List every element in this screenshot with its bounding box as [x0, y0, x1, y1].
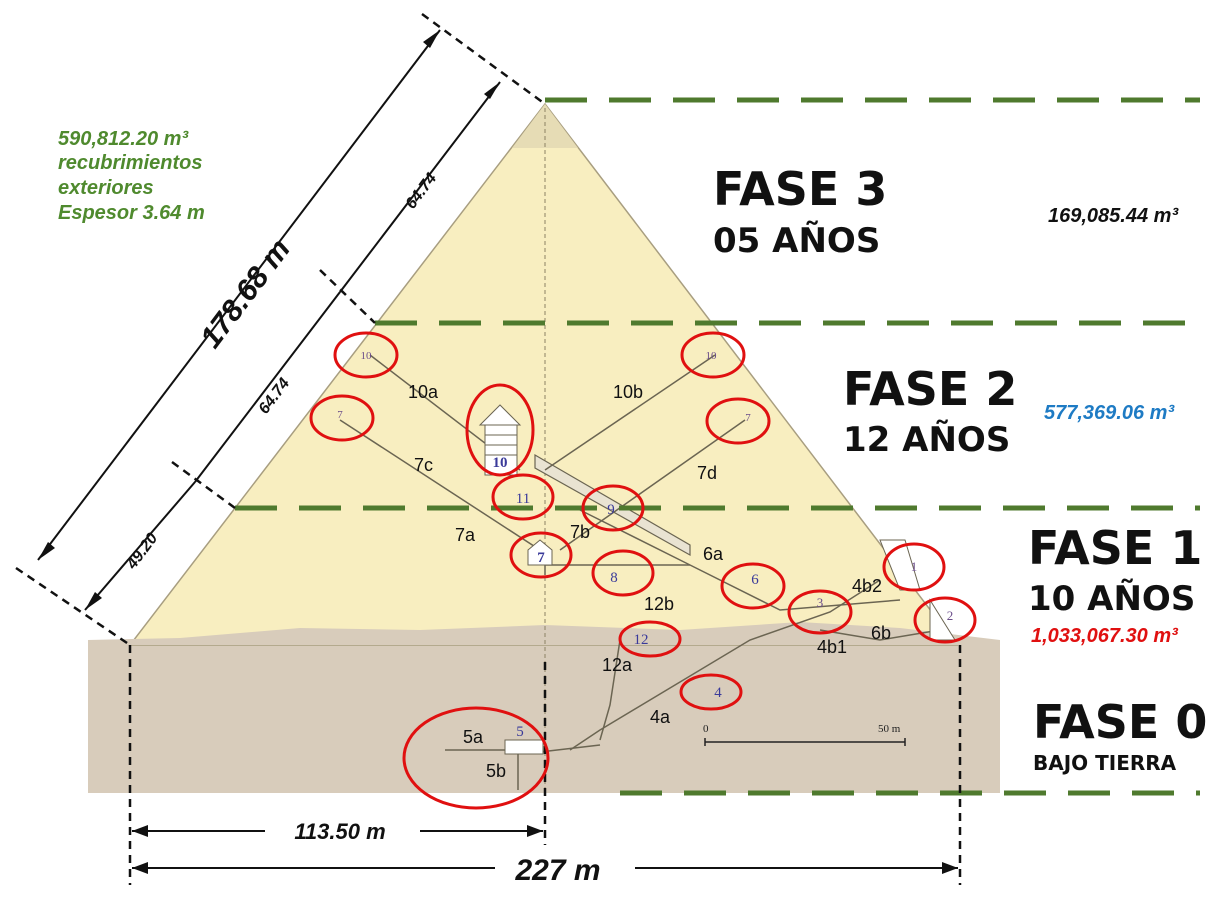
- label-10a: 10a: [408, 382, 439, 402]
- circle-10-left: [333, 331, 399, 379]
- label-12a: 12a: [602, 655, 633, 675]
- casing-line1: recubrimientos: [58, 152, 202, 174]
- slant-bottom-label: 49.20: [123, 530, 161, 573]
- chamber-number: 12: [634, 632, 649, 648]
- chamber-number: 2: [947, 608, 954, 623]
- chamber-number: 5: [516, 724, 524, 740]
- highlight-circles: [309, 331, 977, 810]
- circle-8: [591, 549, 655, 597]
- label-7d: 7d: [697, 463, 717, 483]
- base-label: 227 m: [514, 854, 600, 887]
- chamber-number: 9: [607, 502, 615, 518]
- phase2-duration: 12 AÑOS: [843, 419, 1010, 460]
- label-7b: 7b: [570, 522, 590, 542]
- label-6b: 6b: [871, 623, 891, 643]
- label-5a: 5a: [463, 727, 484, 747]
- chamber-number: 1: [911, 559, 918, 574]
- phase3-volume: 169,085.44 m³: [1048, 205, 1179, 227]
- phase3-name: FASE 3: [713, 162, 887, 216]
- phase2-volume: 577,369.06 m³: [1044, 402, 1175, 424]
- ground-surface: [88, 622, 1000, 645]
- circle-11: [491, 473, 555, 521]
- chamber-number: 6: [751, 572, 759, 588]
- chamber-numbers: 10 10 7 7 10 11 9 7 8 6 3 1 2 12 4 5: [337, 350, 953, 740]
- chamber-number: 8: [610, 570, 618, 586]
- circle-6: [720, 562, 786, 610]
- chamber-number: 10: [361, 350, 373, 362]
- label-7c: 7c: [414, 455, 433, 475]
- half-base-label: 113.50 m: [294, 819, 385, 844]
- circle-7-queens: [509, 531, 573, 579]
- label-12b: 12b: [644, 594, 674, 614]
- chamber-number: 7: [537, 550, 545, 566]
- phase0-name: FASE 0: [1033, 695, 1207, 749]
- casing-note: 590,812.20 m³ recubrimientos exteriores …: [58, 128, 205, 224]
- passage-labels: 10a 10b 7c 7d 7a 7b 6a 4b2 12b 6b 4b1 12…: [408, 382, 891, 781]
- slant-top-label: 64.74: [403, 170, 441, 212]
- casing-line2: exteriores: [58, 177, 154, 199]
- circle-12: [618, 620, 682, 658]
- label-4a: 4a: [650, 707, 671, 727]
- label-4b2: 4b2: [852, 576, 882, 596]
- circle-5: [402, 706, 550, 810]
- phase1-name: FASE 1: [1028, 521, 1202, 575]
- casing-thickness: Espesor 3.64 m: [58, 202, 205, 224]
- circle-9: [581, 484, 645, 532]
- base-dimensions: [128, 645, 962, 885]
- internal-passages: [339, 354, 956, 790]
- label-10b: 10b: [613, 382, 643, 402]
- label-4b1: 4b1: [817, 637, 847, 657]
- phase-titles: FASE 3 05 AÑOS 169,085.44 m³ FASE 2 12 A…: [713, 162, 1207, 775]
- chamber-number: 4: [714, 685, 722, 701]
- scale-end: 50 m: [878, 723, 901, 735]
- circle-10-right: [680, 331, 746, 379]
- chamber-number: 11: [516, 491, 530, 507]
- label-6a: 6a: [703, 544, 724, 564]
- circle-1: [882, 542, 946, 592]
- kings-chamber: [478, 404, 522, 476]
- label-5b: 5b: [486, 761, 506, 781]
- phase1-volume: 1,033,067.30 m³: [1031, 625, 1179, 647]
- label-7a: 7a: [455, 525, 476, 545]
- circle-7-left: [309, 394, 375, 442]
- slant-dimensions: [15, 12, 546, 647]
- phase1-duration: 10 AÑOS: [1028, 578, 1195, 619]
- scale-bar: 0 50 m: [703, 723, 906, 746]
- chamber-number: 10: [706, 350, 718, 362]
- casing-volume: 590,812.20 m³: [58, 128, 189, 150]
- phase2-name: FASE 2: [843, 362, 1017, 416]
- slant-total-label: 178.68 m: [194, 233, 297, 354]
- phase3-duration: 05 AÑOS: [713, 220, 880, 261]
- chamber-number: 3: [817, 595, 824, 610]
- circle-10-kings: [465, 383, 535, 477]
- phase0-duration: BAJO TIERRA: [1033, 751, 1177, 775]
- chamber-number: 7: [337, 409, 343, 421]
- scale-start: 0: [703, 723, 709, 735]
- circle-3: [787, 589, 853, 635]
- circle-7-right: [705, 397, 771, 445]
- phase-lines: [235, 97, 1200, 796]
- chamber-number: 7: [745, 412, 751, 424]
- circle-2: [913, 596, 977, 644]
- chamber-number: 10: [493, 455, 508, 471]
- circle-4: [679, 673, 743, 711]
